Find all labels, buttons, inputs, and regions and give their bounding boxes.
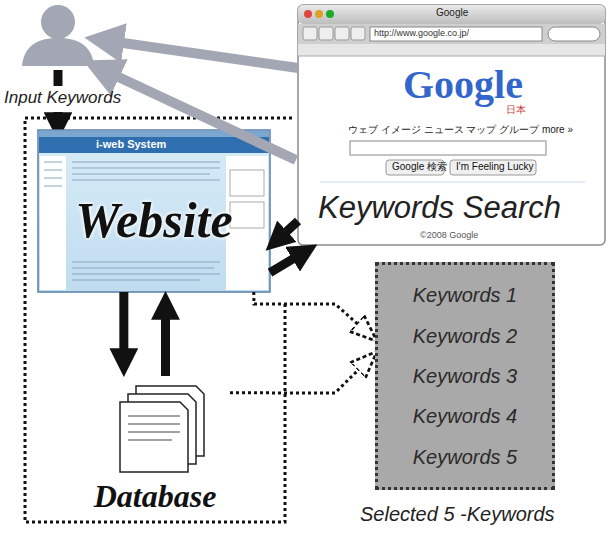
website-screenshot [38, 130, 270, 292]
database-icon [120, 386, 204, 472]
data-flow-arrow [270, 256, 298, 272]
button-text: I'm Feeling Lucky [456, 161, 534, 173]
website-box: Website [38, 130, 270, 292]
keyword-box-text: Keywords 1 [413, 284, 518, 306]
keyword-box-text: Keywords 4 [413, 405, 518, 427]
browser-window-text: Keywords Search [318, 191, 561, 225]
keyword-link [254, 292, 375, 340]
window-title: Google [436, 7, 468, 19]
data-flow-arrow [119, 292, 128, 354]
url-text: http://www.google.co.jp/ [374, 28, 469, 38]
site-title: i-web System [96, 138, 166, 151]
data-flow-arrow [161, 314, 170, 376]
database-box-text: Database [94, 479, 217, 514]
keyword-box: Keywords 1 Keywords 2 Keywords 3 Keywords 4… [375, 262, 555, 490]
keyword-box-text: Keywords 3 [413, 365, 518, 387]
flow-label: Input Keywords [4, 88, 121, 108]
system-region [25, 118, 292, 522]
website-box-text: Website [75, 193, 232, 248]
tab-links: ウェブ イメージ ニュース マップ グループ more » [348, 124, 573, 136]
logo-text: Google [403, 62, 523, 108]
input-arrow [54, 70, 63, 86]
data-flow-arrow [283, 221, 298, 235]
keyword-box-text: Keywords 2 [413, 325, 518, 347]
browser-screenshot [298, 5, 605, 245]
logo-subtext: 日本 [506, 104, 526, 116]
result-arrow [116, 42, 298, 68]
button-text: Google 検索 [392, 161, 447, 173]
caption-label: Selected 5 -Keywords [360, 503, 555, 526]
keyword-box-text: Keywords 5 [413, 446, 518, 468]
database-box: Database [80, 376, 230, 516]
keyword-link [230, 353, 375, 393]
user-icon [22, 5, 94, 66]
copyright-text: ©2008 Google [420, 230, 478, 240]
